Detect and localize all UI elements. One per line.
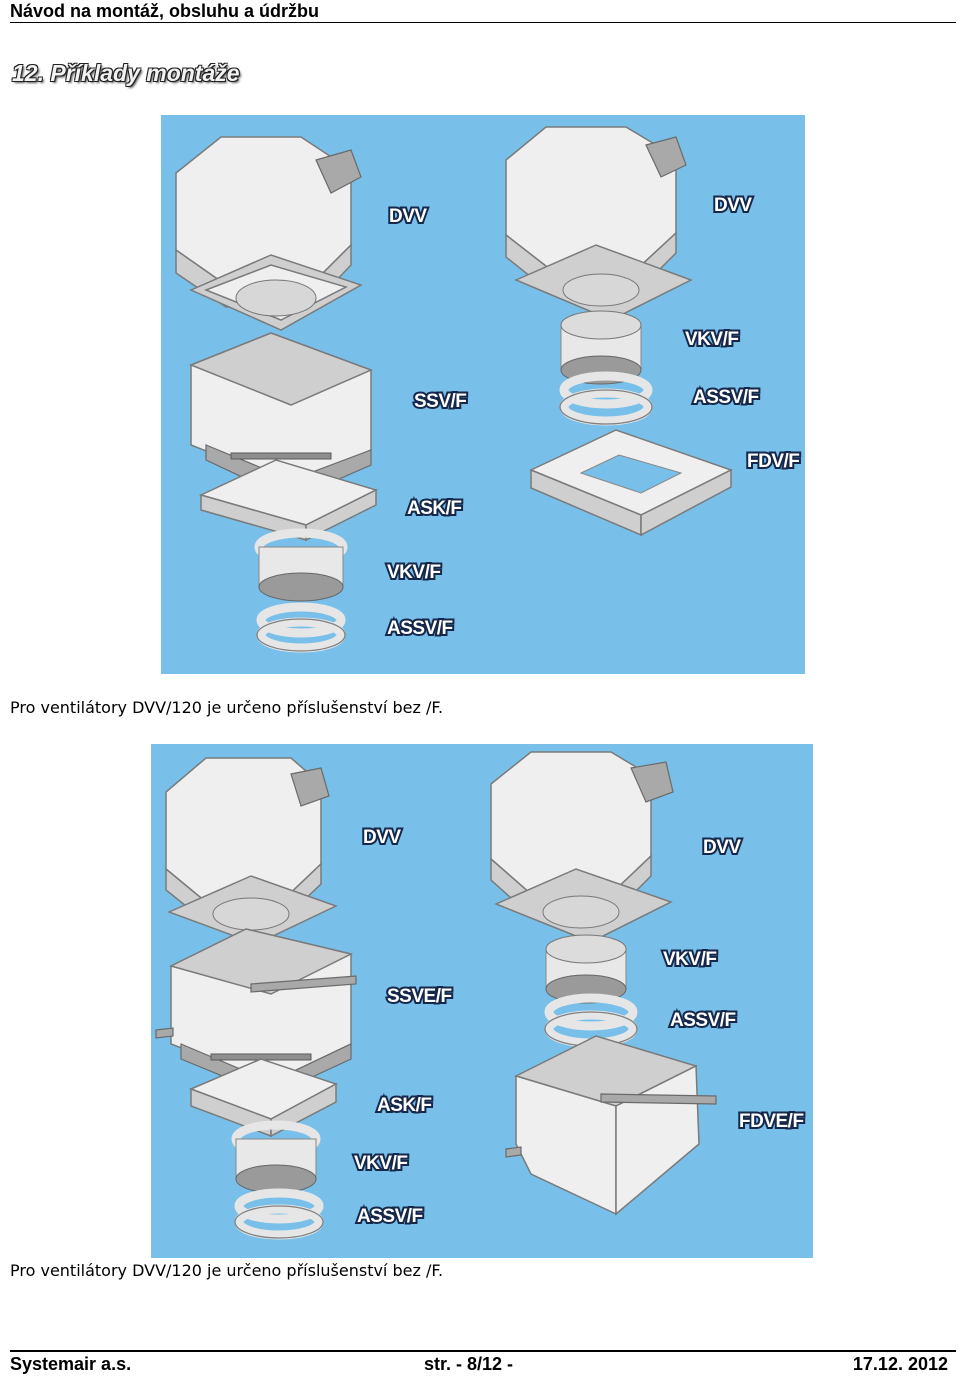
label-ask-left-2: ASK/F: [377, 1095, 432, 1116]
label-vkv-left-2: VKV/F: [354, 1153, 407, 1174]
caption-2: Pro ventilátory DVV/120 je určeno příslu…: [10, 1261, 444, 1280]
label-fdve-right-2: FDVE/F: [739, 1111, 804, 1132]
damper-vkv-right-2: [545, 934, 627, 1004]
fan-dvv-right: [505, 126, 693, 321]
connector-assv-left: [256, 602, 346, 653]
header-title: Návod na montáž, obsluhu a údržbu: [10, 1, 320, 21]
damper-vkv-left: [254, 528, 348, 602]
footer-company: Systemair a.s.: [10, 1354, 132, 1374]
silencer-ssv-left: [188, 332, 374, 501]
section-title: 12. Příklady montáže: [12, 60, 240, 86]
label-ssv-left: SSV/F: [414, 391, 466, 412]
label-fdv-right: FDV/F: [747, 451, 799, 472]
label-dvv-left: DVV: [389, 206, 427, 227]
label-assv-right: ASSV/F: [693, 387, 759, 408]
footer-date: 17.12. 2012: [852, 1354, 948, 1374]
page-footer: Systemair a.s. str. - 8/12 - 17.12. 2012: [10, 1350, 956, 1377]
label-ask-left: ASK/F: [407, 498, 462, 519]
label-dvv-right-2: DVV: [703, 837, 741, 858]
fan-dvv-left: [175, 136, 363, 331]
figure-1-illustration: DVV SSV/F ASK/F VKV/F ASSV/F DVV VKV/F A…: [175, 126, 802, 653]
label-vkv-left: VKV/F: [387, 562, 440, 583]
frame-fdv-right: [529, 429, 733, 537]
label-assv-right-2: ASSV/F: [670, 1010, 736, 1031]
connector-assv-right: [559, 371, 653, 426]
caption-1: Pro ventilátory DVV/120 je určeno příslu…: [10, 698, 444, 717]
silencer-ssve-left-2: [155, 928, 357, 1097]
figure-1: DVV SSV/F ASK/F VKV/F ASSV/F DVV VKV/F A…: [161, 115, 805, 674]
label-dvv-left-2: DVV: [363, 827, 401, 848]
figure-2-labels: DVV SSVE/F ASK/F VKV/F ASSV/F DVV VKV/F …: [352, 825, 806, 1229]
label-assv-left: ASSV/F: [387, 618, 453, 639]
connector-assv-left-2: [234, 1188, 324, 1240]
label-dvv-right: DVV: [714, 195, 752, 216]
label-vkv-right-2: VKV/F: [663, 949, 716, 970]
footer-page-number: str. - 8/12 -: [424, 1354, 514, 1374]
label-assv-left-2: ASSV/F: [357, 1206, 423, 1227]
fan-dvv-right-2: [490, 751, 674, 943]
frame-fdve-right-2: [505, 1035, 717, 1216]
figure-2: DVV SSVE/F ASK/F VKV/F ASSV/F DVV VKV/F …: [151, 744, 813, 1258]
figure-2-illustration: DVV SSVE/F ASK/F VKV/F ASSV/F DVV VKV/F …: [155, 751, 806, 1240]
page-header: Návod na montáž, obsluhu a údržbu: [10, 0, 956, 23]
label-vkv-right: VKV/F: [685, 329, 738, 350]
damper-vkv-left-2: [231, 1120, 321, 1194]
fan-dvv-left-2: [165, 757, 338, 945]
figure-1-labels: DVV SSV/F ASK/F VKV/F ASSV/F DVV VKV/F A…: [385, 193, 802, 641]
adapter-ask-left: [198, 459, 379, 542]
label-ssve-left-2: SSVE/F: [387, 986, 452, 1007]
